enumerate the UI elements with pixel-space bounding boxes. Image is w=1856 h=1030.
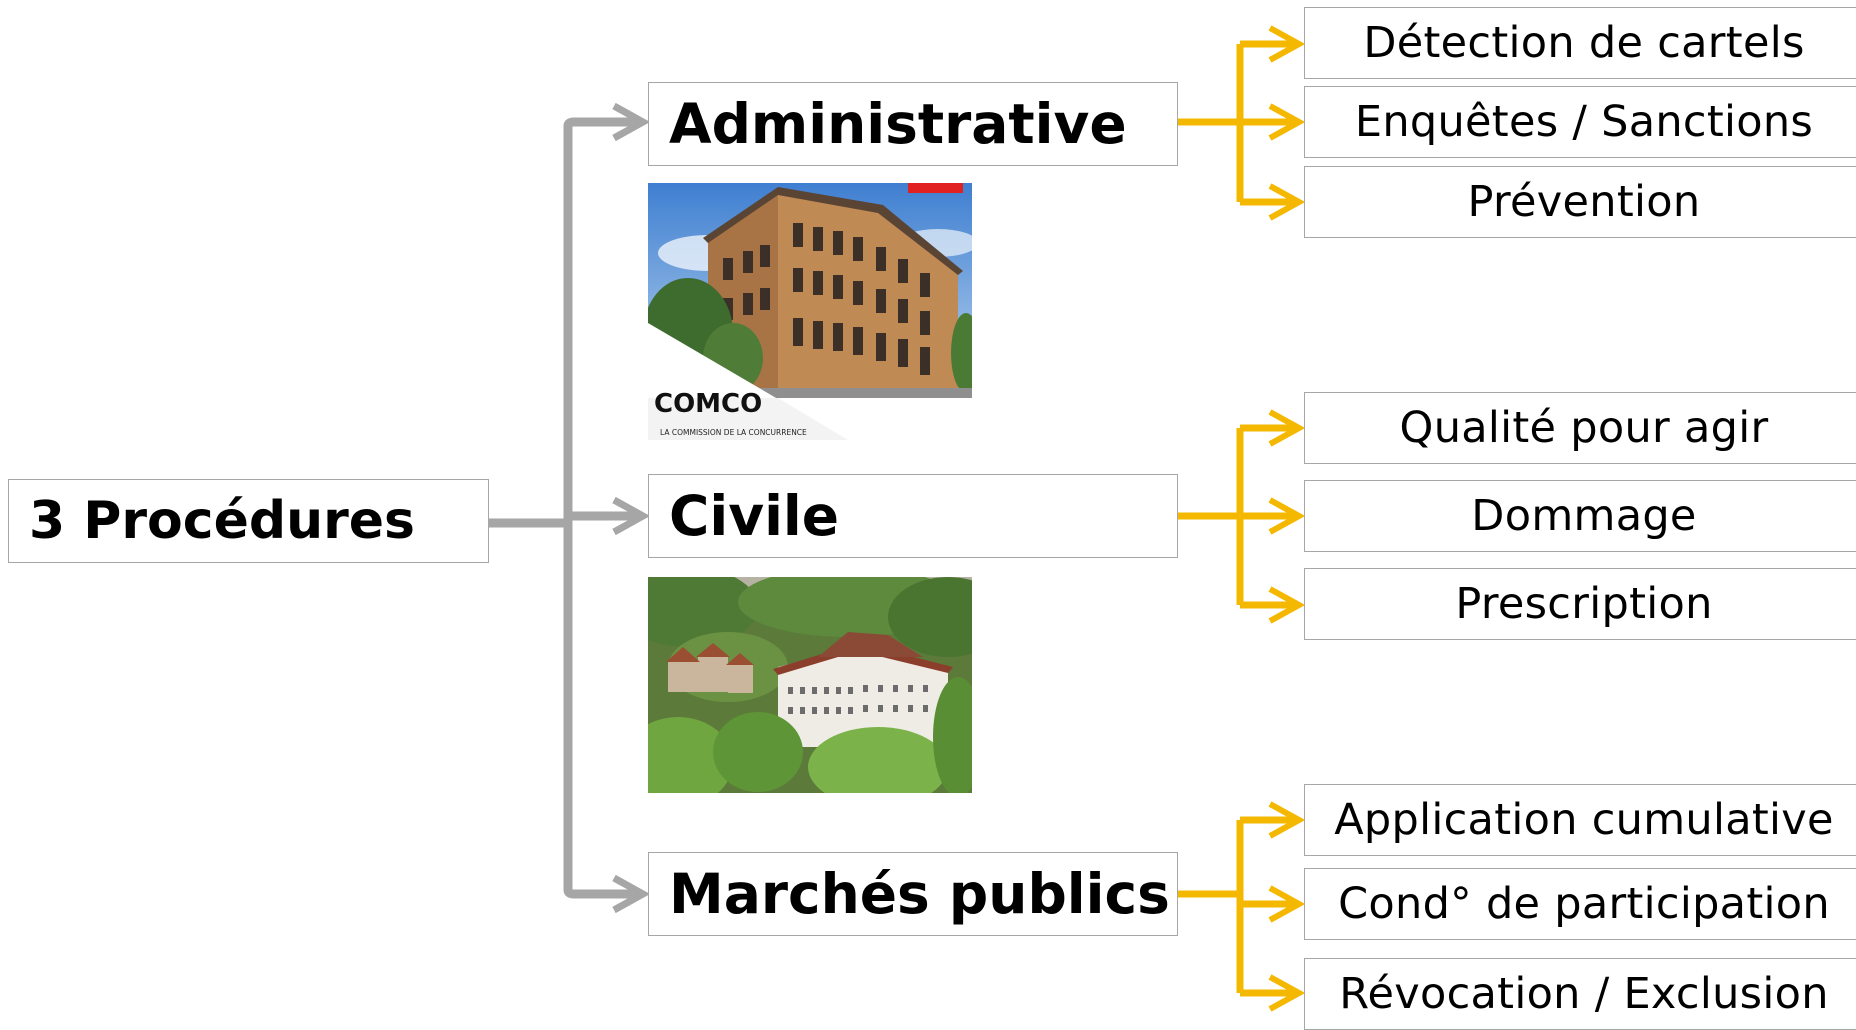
item-detection-de-cartels: Détection de cartels: [1304, 7, 1856, 79]
root-connector: [488, 117, 640, 899]
procedure-label: Administrative: [669, 92, 1127, 156]
gray-arrowheads: [612, 102, 651, 914]
item-revocation-exclusion: Révocation / Exclusion: [1304, 958, 1856, 1030]
item-label: Révocation / Exclusion: [1339, 969, 1829, 1019]
item-label: Qualité pour agir: [1399, 403, 1769, 453]
item-prescription: Prescription: [1304, 568, 1856, 640]
item-label: Prescription: [1455, 579, 1713, 629]
item-cond-de-participation: Cond° de participation: [1304, 868, 1856, 940]
comco-logo-subtext: LA COMMISSION DE LA CONCURRENCE: [660, 428, 807, 437]
procedure-marches-publics: Marchés publics: [648, 852, 1178, 936]
comco-logo-text: COMCO: [654, 389, 762, 419]
procedure-civile: Civile: [648, 474, 1178, 558]
root-label: 3 Procédures: [29, 491, 415, 551]
item-label: Détection de cartels: [1363, 18, 1805, 68]
item-application-cumulative: Application cumulative: [1304, 784, 1856, 856]
item-label: Application cumulative: [1334, 795, 1834, 845]
fribourg-town-photo: [648, 577, 972, 793]
item-label: Prévention: [1467, 177, 1701, 227]
procedure-label: Civile: [669, 484, 840, 548]
yellow-arrowheads: [1268, 25, 1306, 1012]
procedure-label: Marchés publics: [669, 862, 1170, 926]
item-label: Enquêtes / Sanctions: [1354, 97, 1814, 147]
root-node: 3 Procédures: [8, 479, 489, 563]
item-dommage: Dommage: [1304, 480, 1856, 552]
item-prevention: Prévention: [1304, 166, 1856, 238]
yellow-connectors: [1177, 40, 1295, 997]
item-label: Dommage: [1471, 491, 1697, 541]
comco-building-photo: COMCO LA COMMISSION DE LA CONCURRENCE: [648, 183, 972, 440]
item-enquetes-sanctions: Enquêtes / Sanctions: [1304, 86, 1856, 158]
procedure-administrative: Administrative: [648, 82, 1178, 166]
item-qualite-pour-agir: Qualité pour agir: [1304, 392, 1856, 464]
item-label: Cond° de participation: [1338, 879, 1830, 929]
